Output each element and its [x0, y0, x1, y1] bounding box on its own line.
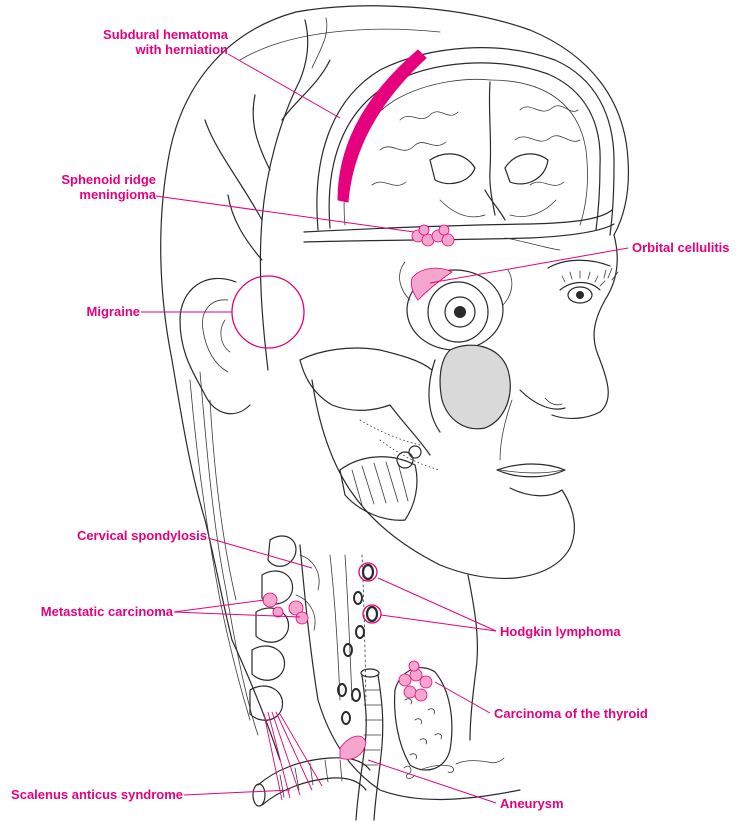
label-subdural-line2: with herniation — [135, 42, 228, 57]
brain-cutaway — [316, 47, 615, 236]
label-migraine: Migraine — [86, 304, 140, 319]
subdural-hematoma-mark — [337, 49, 427, 203]
sphenoid-meningioma-mark — [411, 224, 455, 247]
label-sphenoid-line1: Sphenoid ridge — [61, 172, 156, 187]
aneurysm-mark — [339, 735, 367, 760]
subclavian-artery — [252, 757, 371, 807]
migraine-circle — [231, 275, 305, 349]
hodgkin-nodes — [337, 562, 382, 725]
label-subdural-hematoma: Subdural hematoma with herniation — [50, 27, 228, 57]
temporal-artery — [204, 17, 331, 371]
head-outline — [160, 5, 630, 736]
scalenus-mark — [263, 711, 323, 801]
label-scalenus-anticus: Scalenus anticus syndrome — [11, 787, 183, 802]
face — [311, 234, 619, 580]
label-aneurysm: Aneurysm — [500, 796, 564, 811]
neck — [231, 544, 521, 801]
skull-base — [303, 209, 615, 251]
label-metastatic-carcinoma: Metastatic carcinoma — [40, 604, 173, 619]
label-orbital-cellulitis: Orbital cellulitis — [632, 240, 730, 255]
metastatic-carcinoma-mark — [262, 592, 309, 625]
leader-lines — [141, 53, 629, 804]
label-sphenoid-meningioma: Sphenoid ridge meningioma — [10, 172, 156, 202]
label-hodgkin-lymphoma: Hodgkin lymphoma — [500, 624, 621, 639]
artist-signature — [403, 757, 505, 779]
orbital-cellulitis-mark — [410, 267, 453, 301]
zygoma — [299, 347, 433, 456]
pathology-highlights — [231, 49, 455, 801]
maxillary-sinus — [428, 344, 511, 433]
jaw-cutaway — [339, 445, 422, 521]
label-carcinoma-thyroid: Carcinoma of the thyroid — [494, 706, 648, 721]
thyroid-carcinoma-mark — [398, 660, 433, 702]
thyroid-gland — [393, 667, 453, 771]
label-sphenoid-line2: meningioma — [79, 187, 156, 202]
ear — [179, 277, 251, 415]
label-subdural-line1: Subdural hematoma — [103, 27, 228, 42]
label-cervical-spondylosis: Cervical spondylosis — [76, 528, 207, 543]
